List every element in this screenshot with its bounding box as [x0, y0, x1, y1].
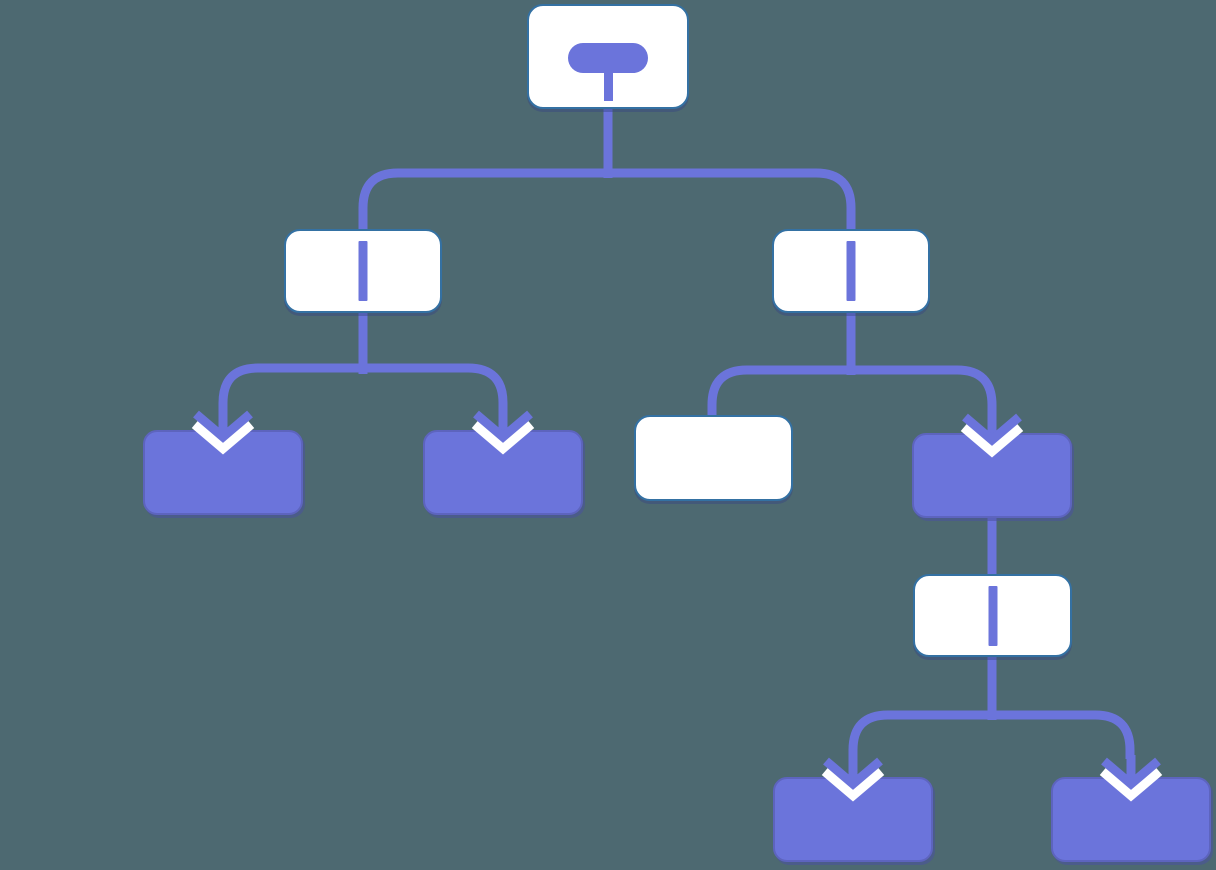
vertical-divider-icon — [988, 585, 997, 646]
connector-branch-left-to-leaves — [218, 363, 508, 413]
vertical-divider-icon — [846, 241, 856, 301]
node-leaf-c[interactable] — [773, 755, 933, 862]
node-leaf-d[interactable] — [1051, 755, 1211, 862]
double-chevron-down-icon — [471, 408, 535, 455]
node-branch-right[interactable] — [772, 229, 930, 313]
node-empty[interactable] — [634, 415, 793, 501]
pill-stem — [603, 73, 613, 101]
node-leaf-b[interactable] — [423, 408, 583, 515]
node-leaf-a[interactable] — [143, 408, 303, 515]
node-mid[interactable] — [913, 574, 1072, 657]
double-chevron-down-icon — [821, 755, 885, 802]
node-root[interactable] — [527, 4, 689, 109]
pill-shape — [568, 43, 648, 73]
connector-branch-right-to-children — [707, 365, 997, 418]
vertical-divider-icon — [358, 241, 368, 301]
double-chevron-down-icon — [1099, 755, 1163, 802]
double-chevron-down-icon — [960, 411, 1024, 458]
double-chevron-down-icon — [191, 408, 255, 455]
connector-root-to-branches — [358, 168, 856, 229]
start-pill-icon — [529, 6, 687, 107]
node-branch-left[interactable] — [284, 229, 442, 313]
node-action[interactable] — [912, 411, 1072, 518]
connector-mid-to-leaves — [848, 710, 1135, 759]
